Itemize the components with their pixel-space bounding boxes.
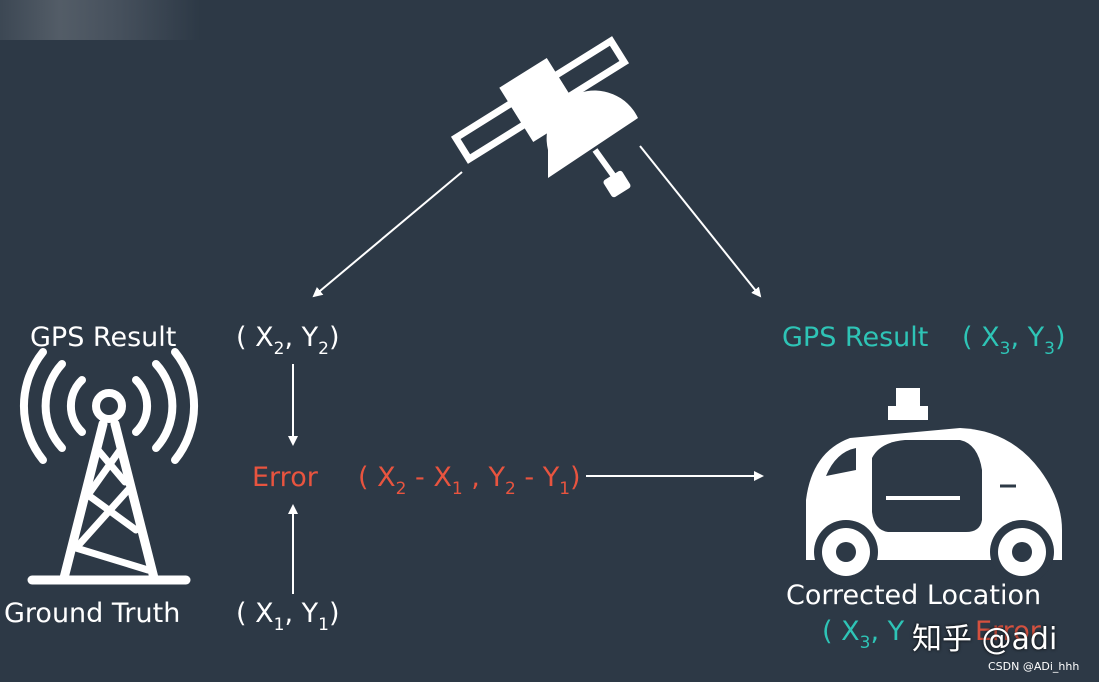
radio-tower-icon bbox=[19, 348, 199, 585]
csdn-watermark: CSDN @ADi_hhh bbox=[988, 660, 1080, 673]
error-label: Error bbox=[252, 462, 319, 493]
zhihu-watermark: 知乎 @adi bbox=[912, 622, 1058, 657]
coord-x3-y3-bottom: ( X3, Y bbox=[822, 616, 905, 653]
satellite-icon bbox=[450, 36, 638, 198]
coord-x2-y2: ( X2, Y2) bbox=[236, 322, 340, 359]
partial-error-label: Error bbox=[975, 616, 1042, 647]
coord-x1-y1: ( X1, Y1) bbox=[236, 598, 340, 635]
self-driving-car-icon bbox=[806, 388, 1062, 584]
arrow-satellite-to-gps2 bbox=[312, 171, 463, 298]
gps-result-right-label: GPS Result bbox=[782, 322, 928, 353]
gps-result-left-label: GPS Result bbox=[30, 322, 176, 353]
corrected-location-label: Corrected Location bbox=[786, 580, 1041, 611]
coord-x3-y3: ( X3, Y3) bbox=[962, 322, 1066, 359]
error-formula: ( X2 - X1 , Y2 - Y1) bbox=[358, 462, 581, 499]
blurred-region bbox=[0, 0, 200, 40]
arrow-satellite-to-gps3 bbox=[639, 145, 762, 298]
ground-truth-label: Ground Truth bbox=[4, 598, 180, 629]
